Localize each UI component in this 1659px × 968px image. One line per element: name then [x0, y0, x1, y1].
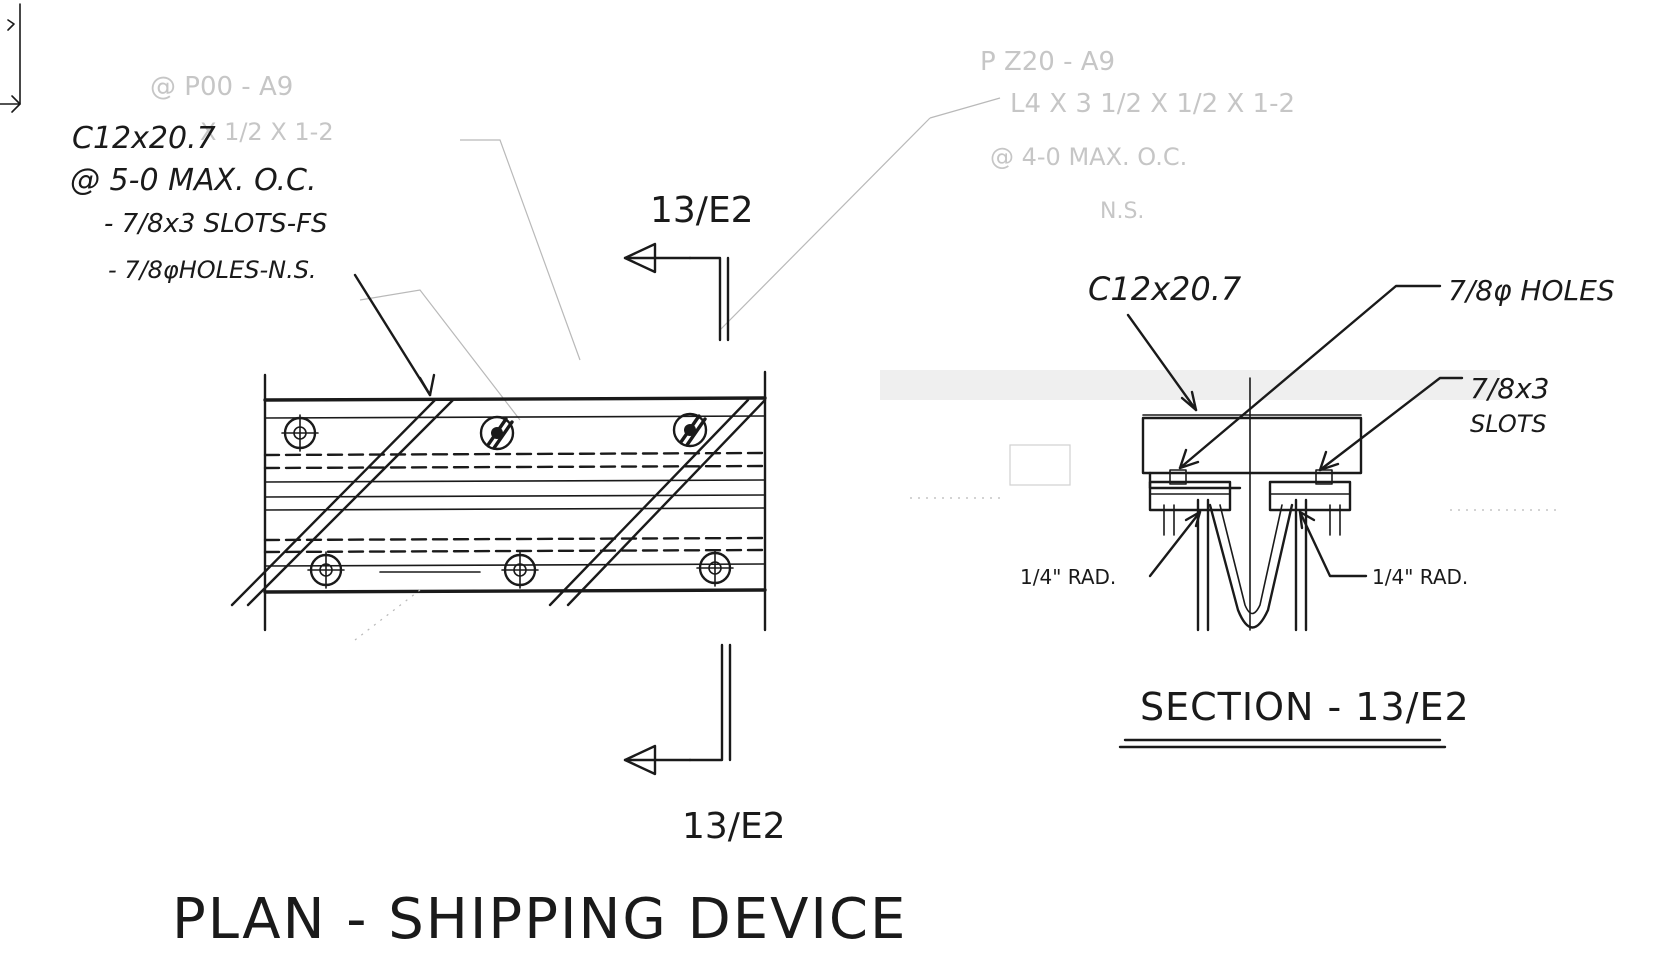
- faded-notes: @ P00 - A9 X 1/2 X 1-2 P Z20 - A9 L4 X 3…: [150, 47, 1500, 486]
- plan-leader-line: [353, 273, 432, 397]
- clip-right: [1268, 480, 1352, 512]
- section-label-rad-left: 1/4" RAD.: [1020, 565, 1116, 589]
- faded-note-right-3: @ 4-0 MAX. O.C.: [990, 143, 1187, 171]
- section-view: C12x20.7 7/8φ HOLES 7/8x3 SLOTS 1/4" RAD…: [1020, 270, 1615, 749]
- hole-4: [696, 549, 734, 587]
- slot-1: [479, 415, 515, 451]
- break-lines: [230, 398, 767, 607]
- channel-lines: [263, 396, 767, 594]
- leader-holes: [1178, 284, 1442, 470]
- corner-bracket: [0, 3, 21, 113]
- plan-note-holes: - 7/8φHOLES-N.S.: [108, 256, 317, 284]
- dotted-guides: [354, 497, 1560, 641]
- section-label-slots-2: SLOTS: [1470, 410, 1547, 438]
- slot-detail-right: [1315, 469, 1333, 485]
- hole-detail-left: [1169, 469, 1187, 485]
- leader-rad-left: [1148, 510, 1202, 578]
- section-title: SECTION - 13/E2: [1140, 685, 1470, 729]
- plan-holes: [281, 414, 734, 589]
- channel-section: [1141, 416, 1363, 475]
- faded-note-left-1: @ P00 - A9: [150, 72, 293, 102]
- plan-slots: [479, 412, 708, 451]
- faded-band: [880, 370, 1500, 400]
- plan-view: C12x20.7 @ 5-0 MAX. O.C. - 7/8x3 SLOTS-F…: [70, 121, 907, 952]
- section-label-member: C12x20.7: [1088, 270, 1242, 308]
- faded-note-right-2: L4 X 3 1/2 X 1/2 X 1-2: [1010, 89, 1295, 119]
- hole-2: [307, 551, 345, 589]
- leader-rad-right: [1298, 510, 1368, 578]
- leader-member: [1126, 313, 1198, 412]
- u-hanger: [1196, 498, 1308, 632]
- section-label-holes: 7/8φ HOLES: [1448, 274, 1615, 307]
- section-label-rad-right: 1/4" RAD.: [1372, 565, 1468, 589]
- clip-left: [1148, 471, 1242, 490]
- hole-1: [281, 414, 319, 452]
- section-cut-top: [623, 242, 730, 342]
- faded-note-right-4: N.S.: [1100, 199, 1144, 224]
- plan-note-member: C12x20.7: [72, 121, 216, 156]
- plan-title: PLAN - SHIPPING DEVICE: [172, 887, 907, 952]
- section-mark-bottom: 13/E2: [682, 806, 786, 847]
- hole-3: [501, 551, 539, 589]
- section-mark-top: 13/E2: [650, 190, 754, 231]
- faded-note-right-1: P Z20 - A9: [980, 47, 1115, 77]
- faded-box: [1009, 444, 1071, 486]
- section-cut-bottom: [623, 643, 732, 776]
- faded-note-left-2: X 1/2 X 1-2: [200, 118, 334, 146]
- plan-note-spacing: @ 5-0 MAX. O.C.: [70, 163, 317, 198]
- plan-note-slots: - 7/8x3 SLOTS-FS: [104, 209, 328, 239]
- section-label-slots-1: 7/8x3: [1470, 372, 1549, 405]
- leader-slots: [1318, 376, 1464, 472]
- slot-2: [672, 412, 708, 448]
